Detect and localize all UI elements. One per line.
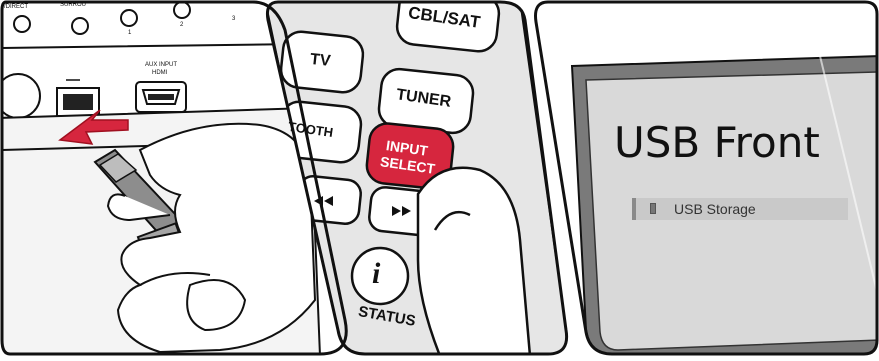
jack-label-1: 1 [128,30,131,36]
info-icon: i [372,257,380,291]
usb-storage-list-item[interactable]: USB Storage [632,198,848,220]
usb-insert-panel [0,0,320,356]
jack-label-surround: SURROU [60,2,86,8]
button-label-tv: TV [309,51,331,71]
knob [0,74,40,118]
jack-label-direct: /DIRECT [4,4,28,10]
jack-label-3: 3 [232,16,235,22]
screen-title: USB Front [614,118,820,167]
list-item-label: USB Storage [674,201,756,217]
hdmi-label: HDMI [152,70,167,76]
jack-label-2: 2 [180,22,183,28]
selection-bar [632,198,636,220]
hdmi-port [136,82,186,112]
aux-input-label: AUX INPUT [145,62,177,68]
storage-icon [650,203,656,214]
